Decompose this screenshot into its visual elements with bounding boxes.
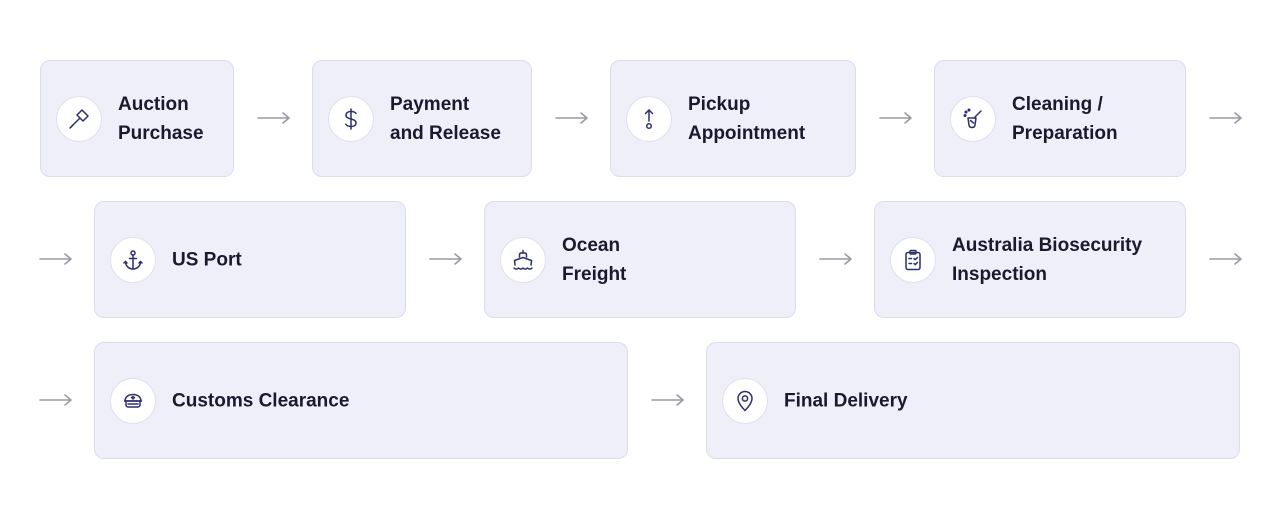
ship-icon — [500, 237, 546, 283]
step-customs-clearance: Customs Clearance — [94, 342, 628, 459]
arrow-icon — [1209, 253, 1242, 265]
arrow-icon — [257, 112, 290, 124]
arrow-icon — [651, 394, 684, 406]
arrow-icon — [819, 253, 852, 265]
gavel-icon — [56, 96, 102, 142]
pickup-icon — [626, 96, 672, 142]
step-label: Final Delivery — [784, 390, 908, 411]
step-cleaning-preparation: Cleaning /Preparation — [934, 60, 1186, 177]
arrow-icon — [879, 112, 912, 124]
arrow-icon — [39, 253, 72, 265]
anchor-icon — [110, 237, 156, 283]
step-final-delivery: Final Delivery — [706, 342, 1240, 459]
dollar-icon — [328, 96, 374, 142]
arrow-icon — [1209, 112, 1242, 124]
arrow-icon — [429, 253, 462, 265]
step-label: Cleaning /Preparation — [1012, 93, 1118, 144]
cleaning-spray-icon — [950, 96, 996, 142]
step-us-port: US Port — [94, 201, 406, 318]
step-label: US Port — [172, 249, 242, 270]
arrow-icon — [555, 112, 588, 124]
step-label: Customs Clearance — [172, 390, 350, 411]
arrow-icon — [39, 394, 72, 406]
customs-cap-icon — [110, 378, 156, 424]
location-pin-icon — [722, 378, 768, 424]
clipboard-check-icon — [890, 237, 936, 283]
